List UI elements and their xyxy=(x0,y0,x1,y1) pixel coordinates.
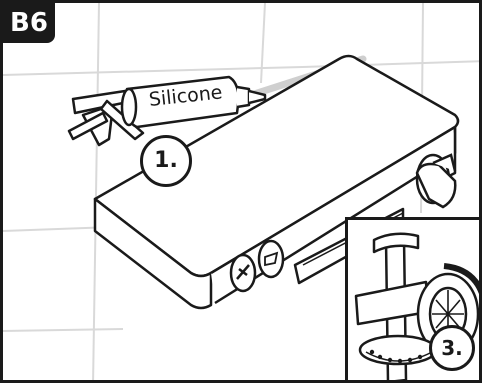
callout-step-1: 1. xyxy=(140,135,192,187)
callout-step-3: 3. xyxy=(429,325,475,371)
hand-shower-button-icon xyxy=(231,255,255,291)
step-badge: B6 xyxy=(3,3,55,43)
overhead-shower-button-icon xyxy=(259,241,283,277)
temperature-knob-icon xyxy=(417,155,455,207)
